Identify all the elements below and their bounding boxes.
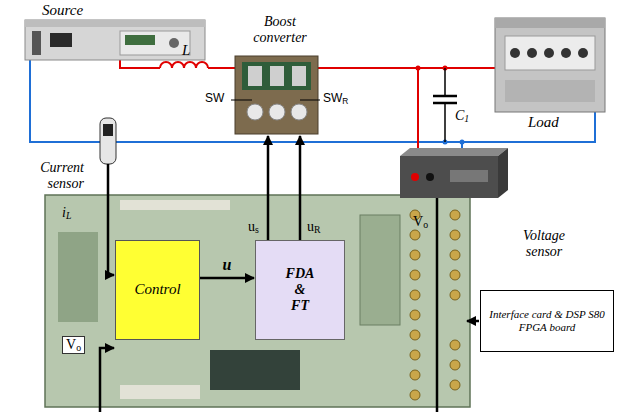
- current-sensor: [100, 118, 116, 164]
- node-text: Control: [134, 281, 180, 298]
- subscript: R: [314, 224, 321, 235]
- signal-name: us: [248, 219, 259, 235]
- signal-arrow: [200, 277, 254, 280]
- note-box: Interface card & DSP S80 FPGA board: [480, 290, 614, 352]
- converter-photo: [235, 56, 318, 134]
- subscript: L: [66, 210, 71, 221]
- device-label: Voltage sensor: [512, 228, 576, 260]
- power-source: [25, 20, 205, 60]
- voltage-sensor: [400, 148, 508, 198]
- junction-dot: [460, 140, 465, 145]
- load-bank: [495, 18, 605, 112]
- inductor-symbol: [160, 62, 208, 68]
- signal-lines: [100, 136, 479, 412]
- device-label: Current sensor: [14, 160, 84, 192]
- signal-name: uR: [307, 219, 321, 235]
- component-label: C1: [455, 108, 469, 124]
- control-block: Control: [115, 240, 200, 340]
- signal-name: iL: [62, 205, 71, 221]
- component-label: L: [182, 42, 190, 59]
- capacitor-symbol: [433, 68, 457, 142]
- device-label: Boost converter: [242, 14, 318, 46]
- device-label: Load: [528, 114, 559, 131]
- subscript: o: [76, 342, 81, 353]
- signal-name: Vo: [413, 214, 428, 230]
- leader-line: [231, 100, 320, 101]
- subscript: o: [423, 219, 428, 230]
- subscript: R: [342, 96, 348, 106]
- signal-name: Vo: [62, 336, 85, 354]
- subscript: s: [255, 224, 259, 235]
- node-text: Interface card & DSP S80 FPGA board: [485, 308, 609, 333]
- switch-label: SW: [205, 92, 224, 106]
- junction-dot: [416, 66, 421, 71]
- device-label: Source: [42, 2, 83, 19]
- fda-block: FDA & FT: [255, 240, 345, 340]
- subscript: 1: [464, 113, 469, 124]
- switch-label: SWR: [323, 92, 348, 106]
- node-text: FDA & FT: [285, 266, 315, 314]
- sense-wire-positive: [417, 68, 419, 150]
- edge-label: u: [223, 256, 232, 274]
